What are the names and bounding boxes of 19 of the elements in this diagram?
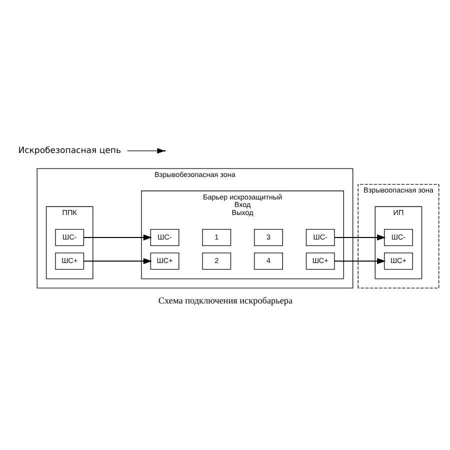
node-box: ШС- bbox=[150, 228, 179, 246]
node-box: 4 bbox=[254, 252, 282, 270]
node-box: ШС- bbox=[305, 228, 334, 246]
node-box: ШС+ bbox=[150, 252, 179, 270]
node-box: ШС- bbox=[384, 228, 412, 246]
node-box: ШС+ bbox=[305, 252, 334, 270]
node-text: Искробезопасная цепь bbox=[18, 146, 120, 156]
node-box: ШС+ bbox=[384, 252, 412, 270]
arrow bbox=[83, 234, 152, 240]
node-box: 3 bbox=[254, 228, 282, 246]
arrow bbox=[83, 258, 152, 264]
node-box: ШС- bbox=[54, 228, 84, 246]
node-box: 2 bbox=[202, 252, 231, 270]
node-box: 1 bbox=[202, 228, 231, 246]
arrow bbox=[334, 234, 386, 240]
node-box: ШС+ bbox=[54, 252, 84, 270]
arrow bbox=[334, 258, 386, 264]
arrow bbox=[126, 148, 165, 154]
caption: Схема подключения искробарьера bbox=[158, 294, 292, 305]
